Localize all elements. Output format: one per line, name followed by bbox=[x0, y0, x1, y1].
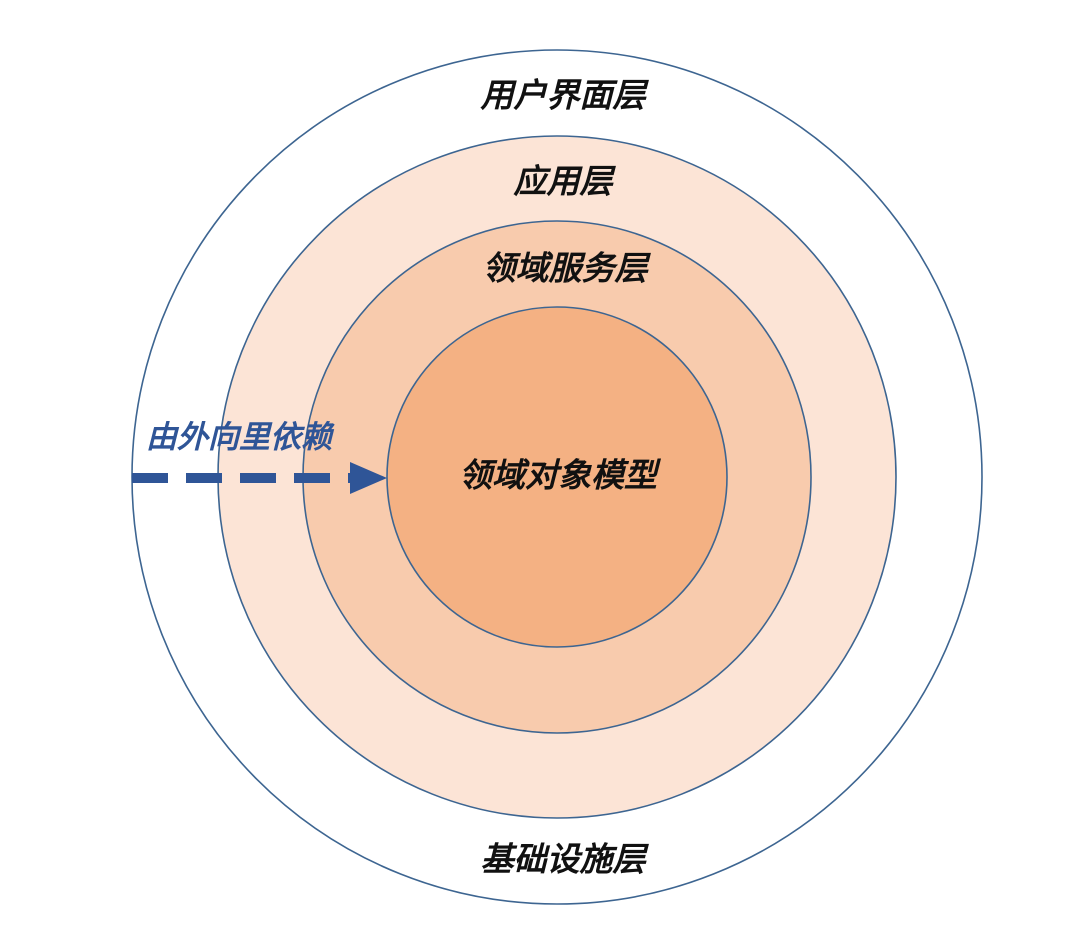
dependency-direction-label: 由外向里依赖 bbox=[146, 420, 335, 456]
application-layer-label: 应用层 bbox=[513, 162, 617, 201]
infrastructure-layer-label: 基础设施层 bbox=[481, 840, 650, 879]
domain-object-model-label: 领域对象模型 bbox=[459, 456, 662, 495]
domain-object-model-circle bbox=[386, 306, 728, 648]
user-interface-layer-label: 用户界面层 bbox=[480, 76, 650, 115]
domain-service-layer-label: 领域服务层 bbox=[483, 249, 652, 288]
arrow-head-icon bbox=[350, 462, 387, 494]
